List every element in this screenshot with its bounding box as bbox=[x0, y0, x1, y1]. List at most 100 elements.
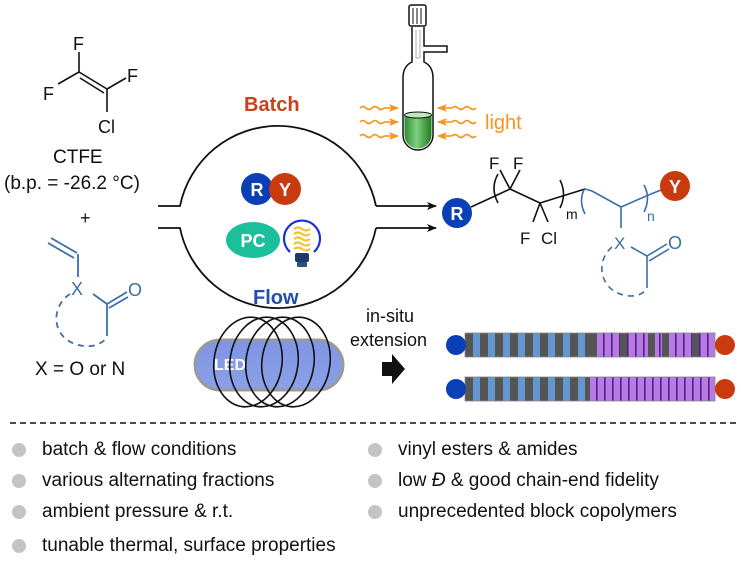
bar-stripe-blue bbox=[488, 377, 495, 401]
bar-stripe-purple bbox=[620, 377, 622, 401]
product-n-subscript: n bbox=[647, 208, 655, 224]
bar-stripe-blue bbox=[518, 377, 525, 401]
bar-stripe-purple bbox=[635, 333, 637, 357]
schlenk-tube-icon bbox=[402, 4, 448, 151]
bar-stripe-blue bbox=[548, 377, 555, 401]
ctfe-atom-f1: F bbox=[73, 34, 84, 54]
bar-y-end bbox=[715, 335, 735, 355]
bar-stripe-blue bbox=[518, 333, 525, 357]
in-situ-label: in-situ bbox=[366, 306, 414, 326]
bar-stripe-purple bbox=[652, 377, 654, 401]
feature-text: batch & flow conditions bbox=[42, 439, 237, 460]
feature-item: batch & flow conditions bbox=[12, 439, 236, 461]
r-group-label: R bbox=[251, 180, 264, 200]
photocatalyst-label: PC bbox=[240, 231, 265, 251]
bar-r-end bbox=[446, 335, 466, 355]
bar-stripe-purple bbox=[659, 333, 661, 357]
product-f3: F bbox=[520, 229, 530, 248]
bullet-dot-icon bbox=[368, 505, 382, 519]
bar-stripe-purple bbox=[699, 333, 701, 357]
flow-label: Flow bbox=[253, 287, 299, 309]
ctfe-structure bbox=[57, 52, 127, 112]
bar-stripe-blue bbox=[473, 377, 480, 401]
light-label: light bbox=[485, 112, 522, 134]
bar-stripe-purple bbox=[596, 377, 598, 401]
feature-item: unprecedented block copolymers bbox=[368, 501, 677, 523]
bar-stripe-dark bbox=[662, 333, 669, 357]
bar-stripe-blue bbox=[578, 333, 585, 357]
bar-block-alternating bbox=[465, 377, 590, 401]
bar-stripe-blue bbox=[533, 377, 540, 401]
bar-stripe-purple bbox=[644, 377, 646, 401]
bar-stripe-purple bbox=[668, 377, 670, 401]
feature-item: low Đ & good chain-end fidelity bbox=[368, 470, 659, 492]
ctfe-atom-f3: F bbox=[127, 66, 138, 86]
product-f1: F bbox=[489, 154, 499, 173]
bar-stripe-blue bbox=[548, 333, 555, 357]
product-m-subscript: m bbox=[566, 206, 578, 222]
bar-stripe-purple bbox=[700, 377, 702, 401]
bar-stripe-purple bbox=[691, 333, 693, 357]
bar-r-end bbox=[446, 379, 466, 399]
bar-stripe-purple bbox=[603, 333, 605, 357]
bar-stripe-purple bbox=[627, 333, 629, 357]
bullet-dot-icon bbox=[368, 474, 382, 488]
bar-stripe-dark bbox=[620, 333, 627, 357]
bar-stripe-purple bbox=[628, 377, 630, 401]
reactor-outline bbox=[158, 125, 437, 309]
batch-label: Batch bbox=[244, 94, 300, 116]
y-group-label: Y bbox=[279, 180, 291, 200]
y-group-circle bbox=[269, 173, 301, 205]
bar-y-end bbox=[715, 379, 735, 399]
bar-stripe-purple bbox=[619, 333, 621, 357]
product-backbone-ctfe bbox=[470, 169, 586, 223]
flow-coil-icon bbox=[212, 316, 332, 408]
led-tube bbox=[193, 338, 345, 392]
bar-stripe-blue bbox=[503, 377, 510, 401]
feature-item: ambient pressure & r.t. bbox=[12, 501, 233, 523]
bar-stripe-purple bbox=[675, 333, 677, 357]
bar-stripe-purple bbox=[611, 333, 613, 357]
bar-stripe-purple bbox=[708, 377, 710, 401]
feature-text: ambient pressure & r.t. bbox=[42, 501, 234, 522]
bar-stripe-purple bbox=[660, 377, 662, 401]
product-backbone-vinyl bbox=[580, 184, 670, 297]
feature-text: vinyl esters & amides bbox=[398, 439, 578, 460]
bar-stripe-purple bbox=[684, 377, 686, 401]
polymer-bars bbox=[446, 332, 735, 402]
light-waves-right bbox=[437, 104, 477, 140]
x-definition: X = O or N bbox=[35, 359, 125, 380]
product-o: O bbox=[668, 233, 682, 253]
bullet-dot-icon bbox=[12, 505, 26, 519]
bullet-dot-icon bbox=[12, 443, 26, 457]
bar-stripe-purple bbox=[604, 377, 606, 401]
feature-text: & good chain-end fidelity bbox=[450, 470, 659, 491]
feature-text: tunable thermal, surface properties bbox=[42, 535, 336, 556]
product-y-end bbox=[660, 171, 690, 201]
feature-text: unprecedented block copolymers bbox=[398, 501, 677, 522]
feature-item: vinyl esters & amides bbox=[368, 439, 578, 461]
ctfe-boiling-point: (b.p. = -26.2 °C) bbox=[4, 173, 140, 194]
bullet-dot-icon bbox=[368, 443, 382, 457]
bar-stripe-blue bbox=[488, 333, 495, 357]
bar-stripe-blue bbox=[503, 333, 510, 357]
product-r-label: R bbox=[451, 204, 464, 224]
product-x: X bbox=[614, 234, 625, 253]
r-group-circle bbox=[241, 173, 273, 205]
feature-item: various alternating fractions bbox=[12, 470, 274, 492]
ctfe-name: CTFE bbox=[53, 147, 103, 168]
product-cl: Cl bbox=[541, 229, 557, 248]
bar-stripe-blue bbox=[563, 377, 570, 401]
bar-stripe-dark bbox=[692, 333, 699, 357]
bar-stripe-blue bbox=[578, 377, 585, 401]
bar-stripe-dark bbox=[648, 333, 655, 357]
bar-stripe-purple bbox=[692, 377, 694, 401]
feature-text: various alternating fractions bbox=[42, 470, 275, 491]
bar-block-alternating bbox=[465, 333, 597, 357]
photocatalyst-badge bbox=[226, 222, 280, 258]
bullet-dot-icon bbox=[12, 474, 26, 488]
bar-stripe-blue bbox=[563, 333, 570, 357]
dispersity-symbol: Đ bbox=[431, 470, 446, 491]
bar-stripe-purple bbox=[676, 377, 678, 401]
